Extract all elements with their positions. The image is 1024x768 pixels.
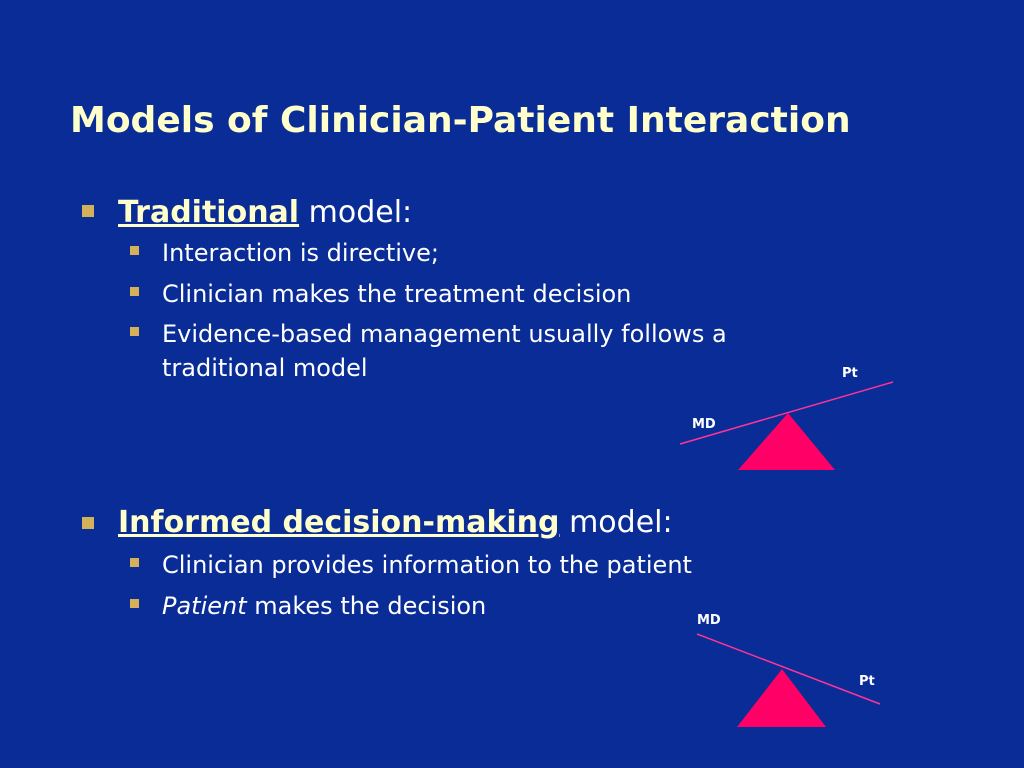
square-bullet-icon: [82, 205, 94, 217]
key-term-informed-decision-making: Informed decision-making: [118, 505, 560, 540]
seesaw-beam: [696, 633, 881, 705]
slide-title: Models of Clinician-Patient Interaction: [70, 100, 851, 141]
sub-bullet-text: Interaction is directive;: [162, 239, 439, 267]
fulcrum-triangle: [738, 413, 835, 470]
label-pt: Pt: [859, 674, 875, 689]
sub-bullet-text: makes the decision: [246, 592, 487, 620]
sub-bullet-text-line1: Evidence-based management usually follow…: [162, 320, 727, 348]
seesaw-traditional: Pt MD: [679, 366, 894, 470]
label-md: MD: [692, 417, 716, 432]
patient-emphasis: Patient: [162, 592, 247, 620]
sub-bullet-text: Clinician makes the treatment decision: [162, 280, 632, 308]
sub-bullet-text: Clinician provides information to the pa…: [162, 551, 692, 579]
model-suffix: model:: [299, 195, 413, 230]
square-bullet-icon: [130, 287, 139, 296]
seesaw-informed: MD Pt: [696, 613, 881, 727]
square-bullet-icon: [130, 327, 139, 336]
square-bullet-icon: [82, 517, 94, 529]
label-md: MD: [697, 613, 721, 628]
square-bullet-icon: [130, 246, 139, 255]
seesaw-beam: [679, 381, 894, 445]
label-pt: Pt: [842, 366, 858, 381]
model-suffix: model:: [559, 505, 673, 540]
square-bullet-icon: [130, 599, 139, 608]
square-bullet-icon: [130, 558, 139, 567]
key-term-traditional: Traditional: [118, 195, 300, 230]
fulcrum-triangle: [737, 669, 826, 727]
sub-bullet-text-line2: traditional model: [162, 354, 368, 382]
